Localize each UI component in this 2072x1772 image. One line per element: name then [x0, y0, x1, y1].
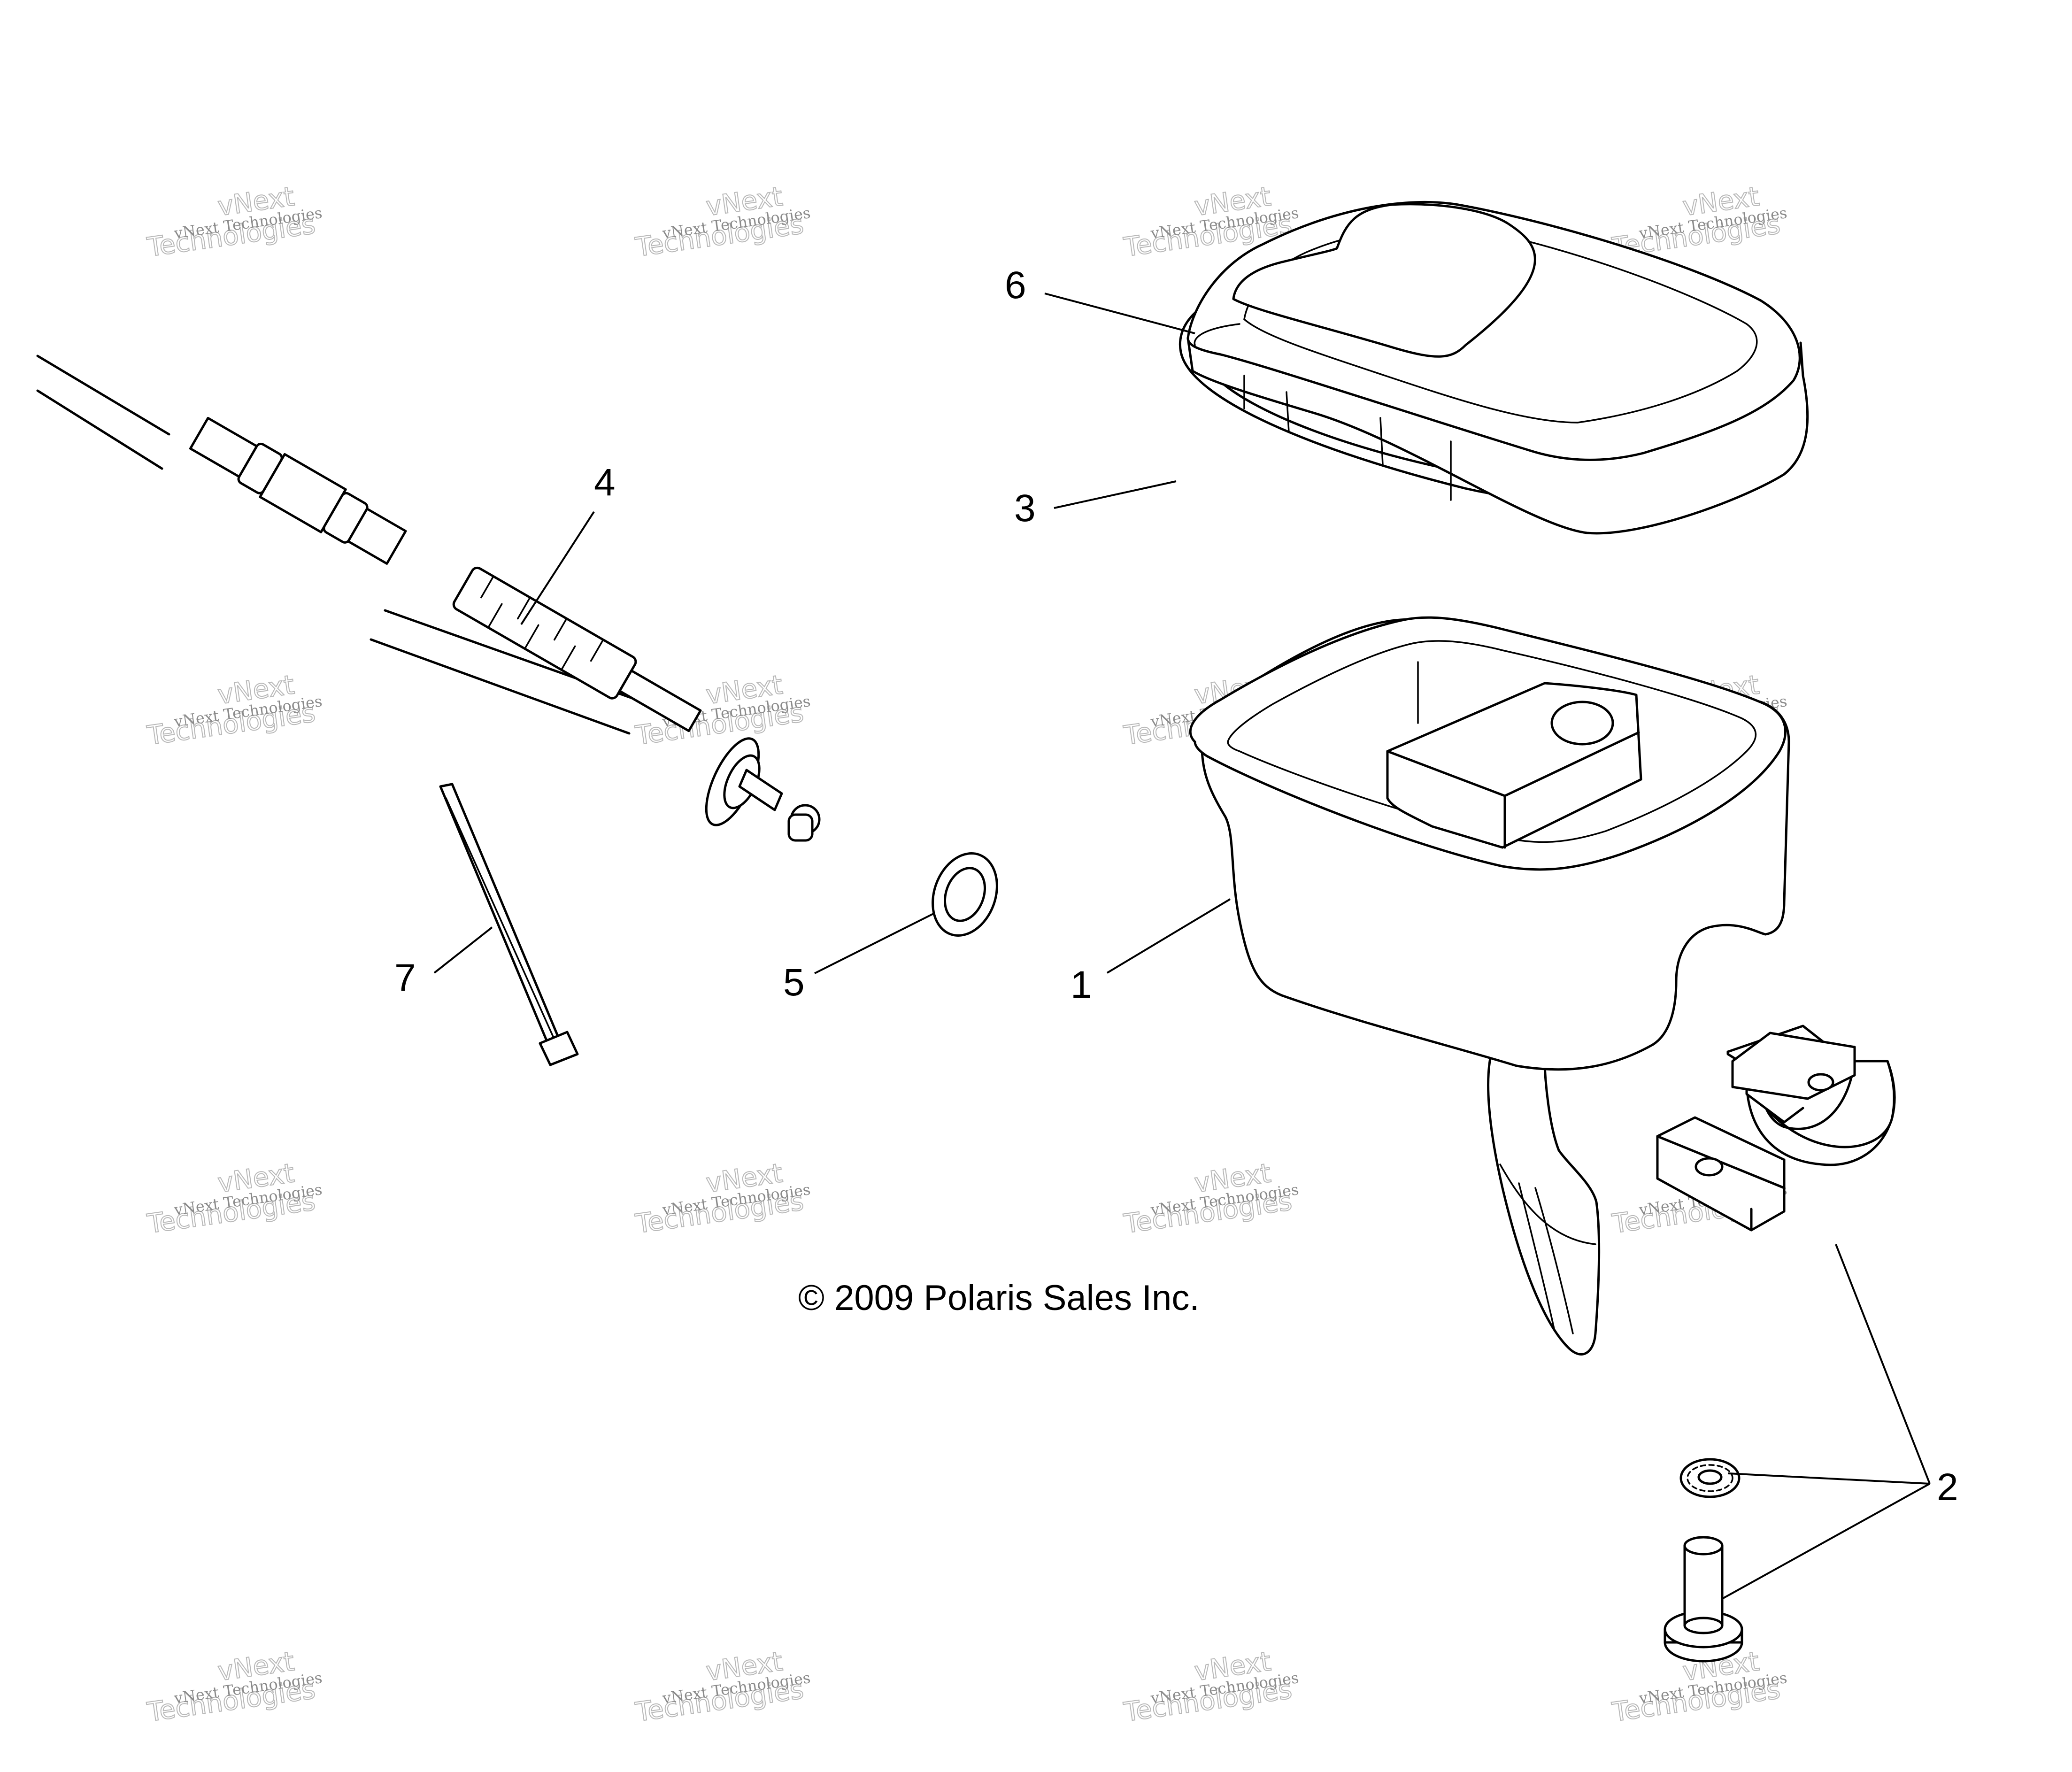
callout-3: 3: [1014, 487, 1036, 530]
callout-2: 2: [1937, 1466, 1958, 1509]
washer: [932, 852, 998, 937]
callout-4: 4: [594, 461, 616, 504]
handlebar-clamp: [1656, 1025, 1896, 1232]
callout-1: 1: [1071, 963, 1092, 1006]
throttle-cable: [36, 354, 821, 842]
bolt: [1664, 1536, 1743, 1663]
cover: [1186, 200, 1809, 535]
copyright-notice: © 2009 Polaris Sales Inc.: [798, 1278, 1199, 1318]
throttle-housing: [1189, 616, 1790, 1356]
callout-7: 7: [394, 956, 416, 999]
callout-labels: 6 3 4 7 5 1 2: [394, 264, 1958, 1509]
cable-tie: [439, 783, 579, 1066]
callout-5: 5: [783, 961, 805, 1004]
callout-6: 6: [1005, 264, 1026, 307]
leader-lines: [433, 293, 1931, 1600]
lock-washer: [1679, 1458, 1741, 1498]
